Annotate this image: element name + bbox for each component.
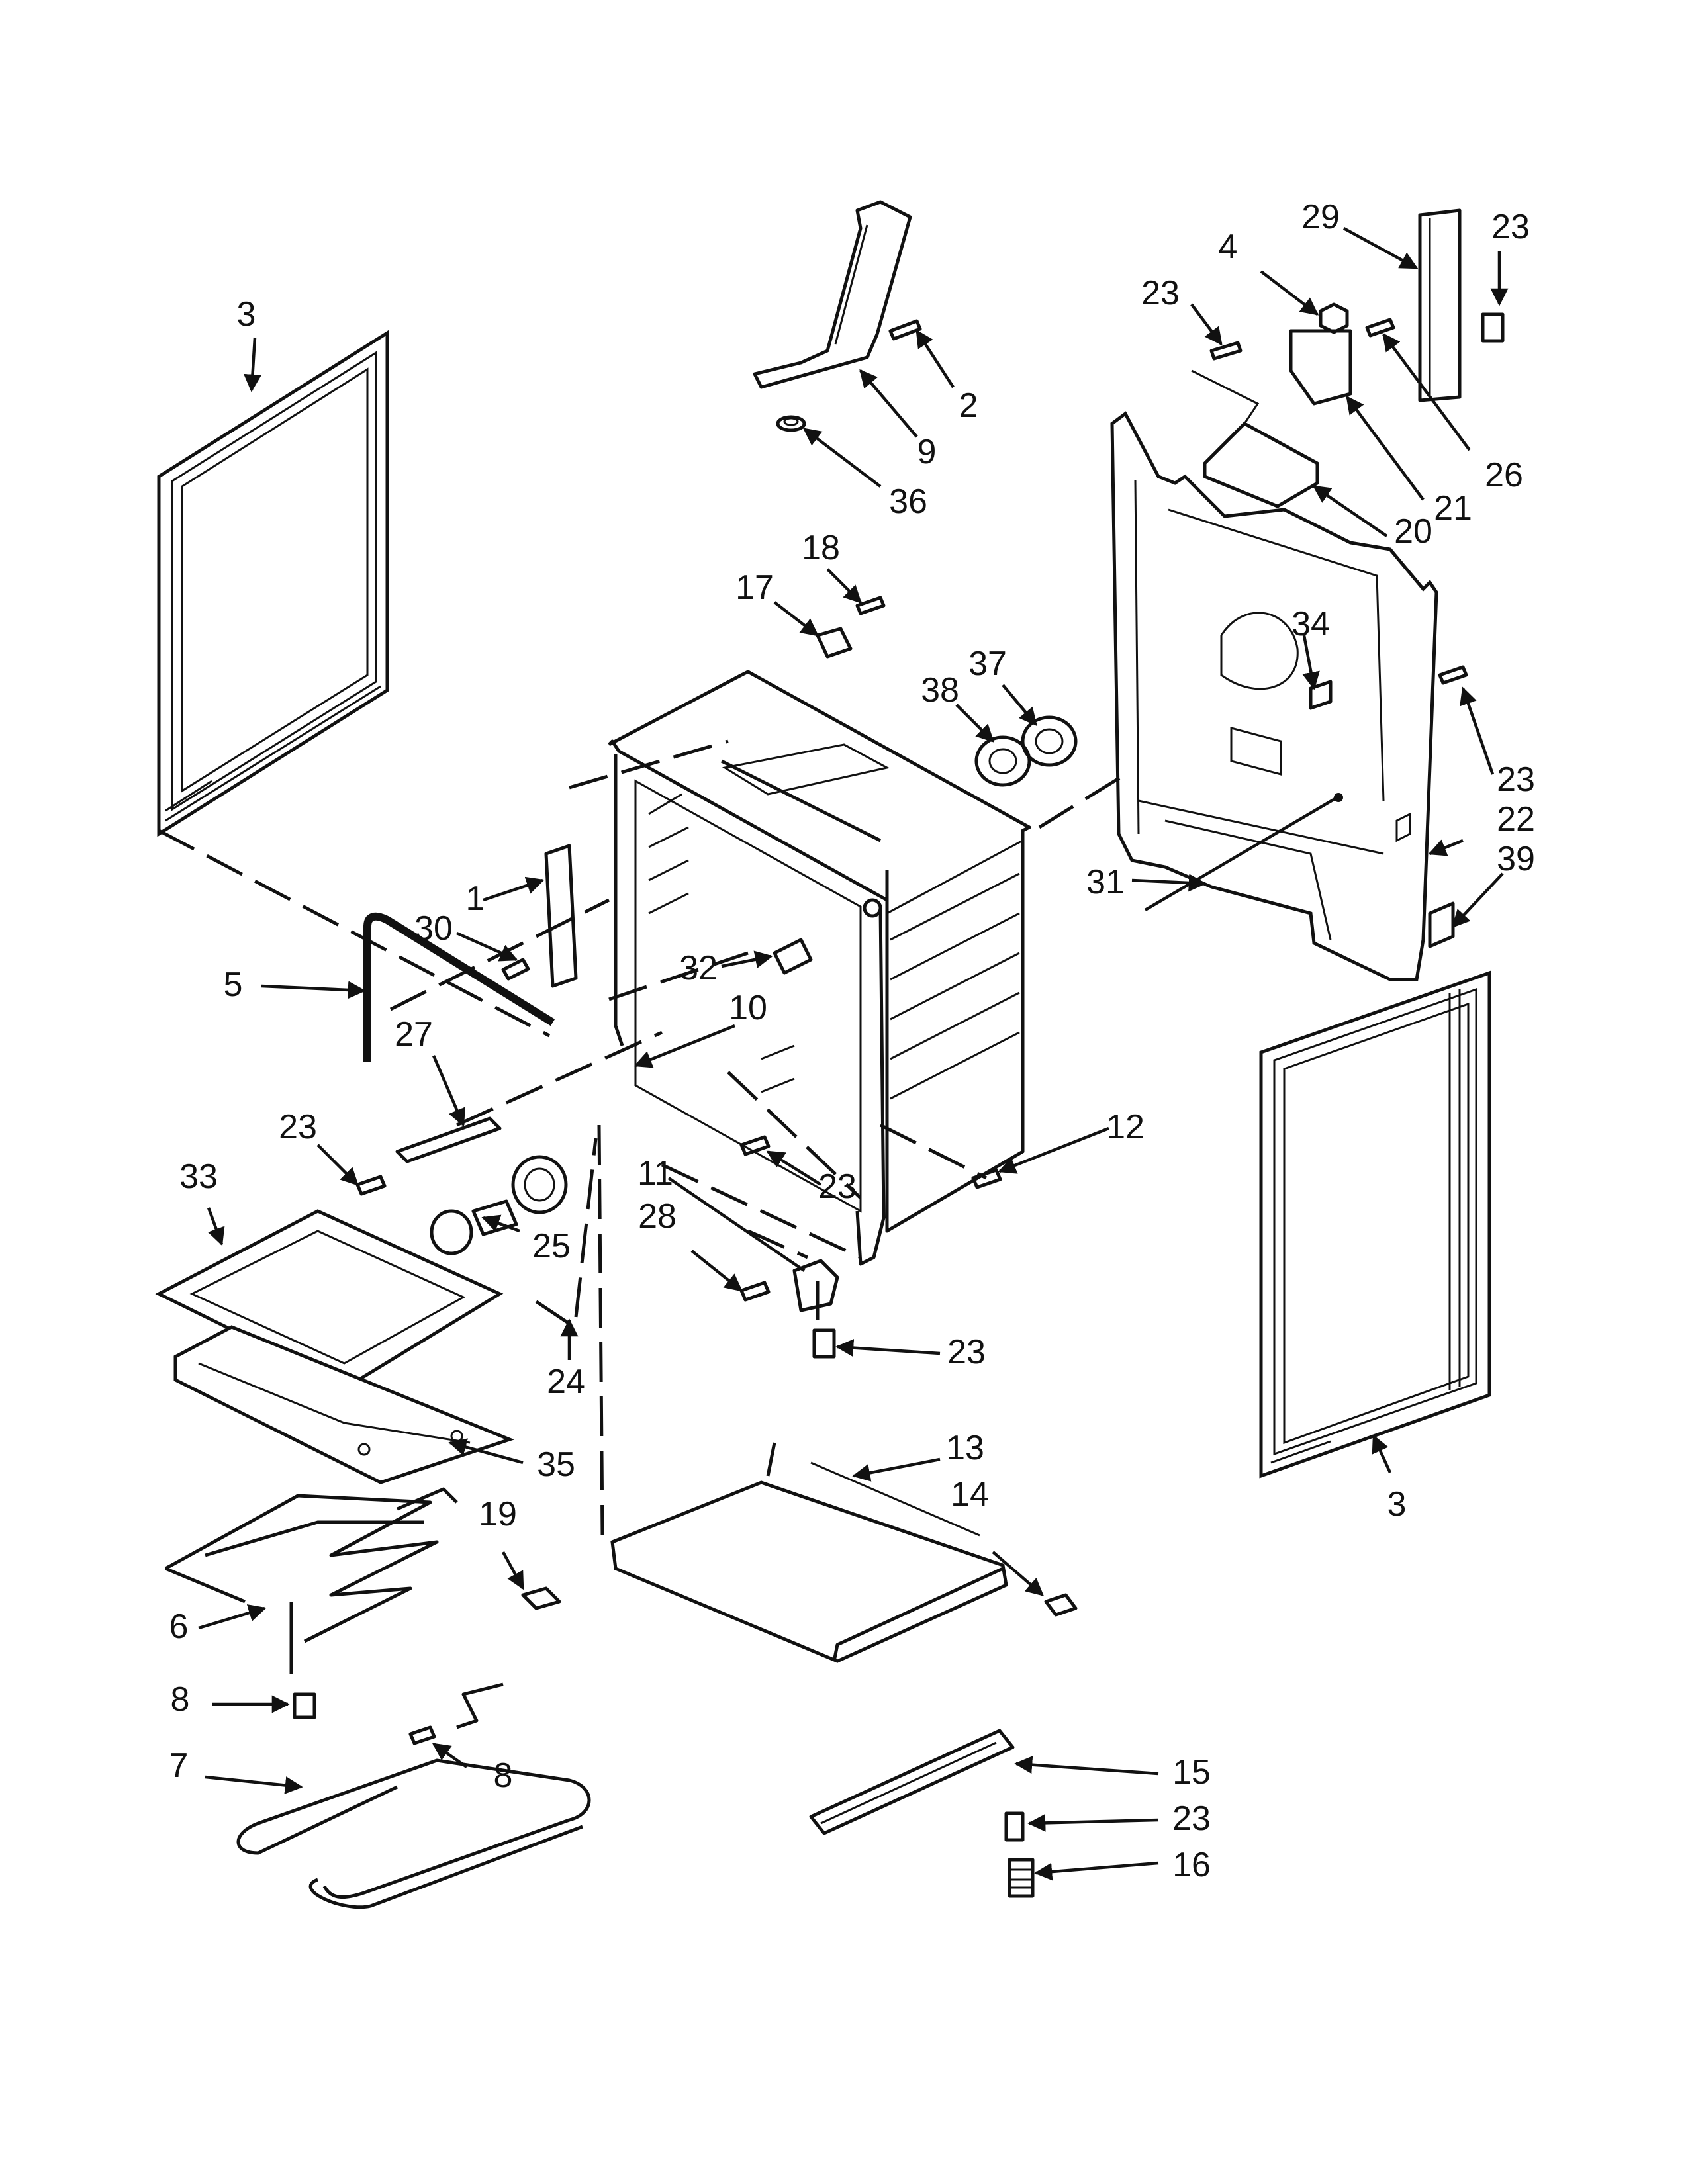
fans — [974, 715, 1078, 787]
callout-34: 34 — [1291, 605, 1330, 643]
side-panel-left — [157, 330, 389, 837]
callout-3-right: 3 — [1387, 1485, 1407, 1524]
callout-15: 15 — [1172, 1753, 1211, 1792]
callout-30: 30 — [414, 909, 453, 948]
callout-23-top-right: 23 — [1491, 208, 1530, 246]
callout-23-top: 23 — [1141, 274, 1180, 312]
callout-6: 6 — [169, 1608, 189, 1646]
screws — [293, 312, 1505, 1842]
callout-17: 17 — [735, 569, 774, 607]
broil-pan — [155, 1209, 515, 1484]
callout-10: 10 — [729, 989, 767, 1027]
callout-2: 2 — [959, 387, 978, 425]
callout-13: 13 — [946, 1429, 984, 1467]
callout-31: 31 — [1086, 863, 1125, 901]
callout-37: 37 — [968, 645, 1007, 683]
callout-1: 1 — [466, 880, 485, 918]
callout-7: 7 — [169, 1747, 189, 1785]
callout-38: 38 — [921, 671, 959, 709]
callout-19: 19 — [479, 1495, 517, 1533]
burner-parts — [430, 1155, 568, 1255]
callout-39: 39 — [1497, 840, 1535, 878]
callout-35: 35 — [537, 1445, 575, 1484]
callout-25: 25 — [532, 1227, 571, 1265]
callout-20: 20 — [1394, 512, 1432, 551]
callout-labels: 3 2 9 36 29 23 4 23 26 21 20 18 17 37 38… — [169, 198, 1535, 1884]
callout-23-lower: 23 — [947, 1333, 986, 1371]
gasket — [363, 912, 555, 1062]
callout-23-center: 23 — [818, 1167, 857, 1206]
callout-21: 21 — [1434, 489, 1472, 527]
oven-cavity — [608, 670, 1031, 1266]
broil-element — [236, 1682, 591, 1909]
bracket-39 — [1428, 901, 1455, 948]
storage-drawer — [610, 1442, 1008, 1663]
callout-11: 11 — [637, 1154, 673, 1193]
callout-14: 14 — [951, 1475, 989, 1514]
callout-36: 36 — [889, 482, 927, 521]
callout-8-right: 8 — [494, 1756, 513, 1795]
callout-16: 16 — [1172, 1846, 1211, 1884]
callout-5: 5 — [224, 966, 243, 1004]
callout-23-left: 23 — [279, 1108, 317, 1146]
callout-18: 18 — [802, 529, 840, 567]
callout-3-left: 3 — [237, 295, 256, 334]
callout-9: 9 — [917, 433, 937, 471]
callout-32: 32 — [679, 949, 718, 987]
bake-element — [164, 1487, 458, 1674]
callout-29: 29 — [1301, 198, 1340, 236]
callout-33: 33 — [179, 1158, 218, 1196]
clip-17 — [816, 627, 853, 659]
rear-panel — [1110, 411, 1438, 981]
leader-lines — [198, 227, 1509, 1881]
clip-14 — [1044, 1593, 1078, 1617]
callout-23-right: 23 — [1497, 760, 1535, 799]
callout-4: 4 — [1219, 228, 1238, 266]
valve-11 — [792, 1259, 839, 1312]
callout-23-bottom: 23 — [1172, 1799, 1211, 1838]
callout-26: 26 — [1485, 456, 1523, 494]
callout-22: 22 — [1497, 800, 1535, 839]
side-panel-right — [1259, 970, 1491, 1479]
bracket-1 — [544, 844, 578, 988]
callout-12: 12 — [1106, 1108, 1145, 1146]
callout-27: 27 — [395, 1015, 433, 1054]
sensor-32 — [773, 938, 813, 975]
hinge-bracket — [753, 200, 912, 432]
callout-24: 24 — [547, 1363, 585, 1401]
callout-28: 28 — [638, 1197, 677, 1236]
clip-19 — [521, 1586, 561, 1610]
leveler-16 — [1008, 1858, 1035, 1898]
slide-rail — [809, 1729, 1015, 1835]
callout-8-left: 8 — [171, 1680, 190, 1719]
top-brackets — [1191, 208, 1462, 508]
igniter — [395, 1116, 502, 1163]
